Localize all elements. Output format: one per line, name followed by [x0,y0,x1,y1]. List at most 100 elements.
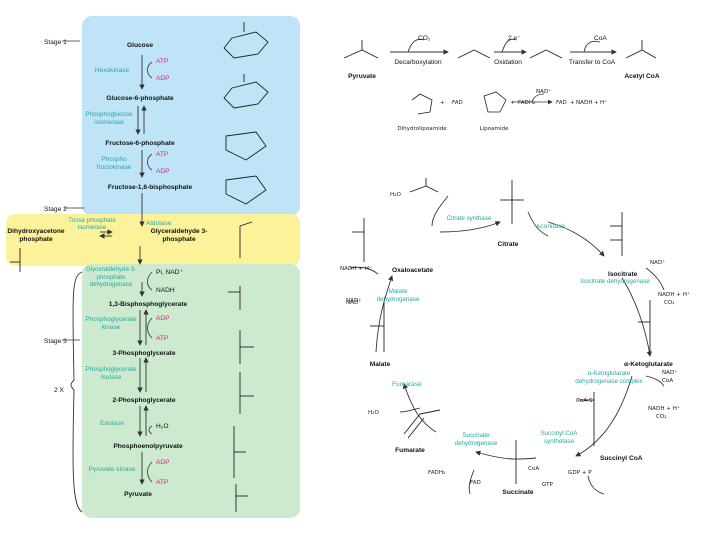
tca-cof-nadh-2: NADH + H⁺ [658,291,690,298]
pyruvate-structure [235,484,248,512]
pdh-coa: CoA [594,35,607,42]
tca-cof-fad: FAD [470,480,481,486]
enzyme-glyceraldehyde-3-phosphate-dehydrogenase: Glyceraldehyde 3-phosphate dehydrogenase [85,266,137,288]
tca-cof-coa-1: CoA [662,378,673,384]
tca-cof-co2-2: CO₂ [656,414,667,420]
enzyme-phosphoglycerate-mutase: Phosphoglycerate mutase [85,366,137,381]
metabolite-2-phosphoglycerate: 2-Phosphoglycerate [112,397,175,404]
tca-cof-nad-4: NAD⁺ [346,297,361,304]
tca-isocitrate: Isocitrate [608,271,638,278]
stage1-label: Stage 1 [44,39,67,46]
cofactor-adp-2: ADP [156,168,170,175]
tca-cof-nad-2: NAD⁺ [650,259,665,266]
pdh-co2: CO₂ [418,35,431,42]
enzyme-citrate-synthase: Citrate synthase [446,215,492,222]
enzyme-triose-phosphate-isomerase: Triose phosphate isomerase [68,217,116,231]
pdh-step-transfer: Transfer to CoA [569,59,616,66]
stage1-box [82,16,300,216]
tca-metabolites: Oxaloacetate Citrate Isocitrate α-Ketogl… [370,241,673,496]
enzyme-phosphoglycerate-kinase: Phosphoglycerate kinase [85,316,137,331]
lipoamide-arrows [512,93,553,105]
enzyme-akg-dehydrogenase-complex: α-Ketoglutarate dehydrogenase complex [575,370,643,385]
pdh-arrows [390,38,617,55]
pdh-acetyl-coa: Acetyl CoA [624,73,659,80]
metabolite-glucose: Glucose [127,42,153,49]
cofactor-atp-2: ATP [156,151,169,158]
tca-alpha-ketoglutarate: α-Ketoglutarate [624,361,673,368]
lipoamide-dihydro-label: Dihydrolipoamide [397,126,447,132]
cofactor-atp-1: ATP [156,58,169,65]
tca-citrate: Citrate [498,241,519,248]
f16bp-structure [225,175,267,205]
cofactor-nadh: NADH [156,287,175,294]
lipoamide-plus-2: + [570,100,575,106]
lipoamide-label: Lipoamide [479,126,509,132]
tca-cofactors: NADH + H⁺ NAD⁺ NAD⁺ NADH + H⁺ CO₂ NAD⁺ C… [340,192,690,488]
lipoamide-structures [411,91,507,115]
enzyme-pyruvate-kinase: Pyruvate kinase [89,466,136,473]
glucose-structure [223,22,269,59]
stage3-brace [70,271,83,513]
glycolysis-metabolites: Glucose Glucose-6-phosphate Fructose-6-p… [7,42,208,498]
glycolysis-enzymes: Hexokinase Phosphoglucose isomerase Phos… [68,67,171,473]
metabolite-glyceraldehyde-3-phosphate: Glyceraldehyde 3-phosphate [150,228,208,243]
tca-cycle-panel: Oxaloacetate Citrate Isocitrate α-Ketogl… [340,178,690,496]
oxaloacetate-structure [352,218,365,262]
dhap-structure [10,248,21,272]
multiplier-label: 2 X [54,387,64,394]
glycolysis-flow-arrows [99,55,149,485]
malate-structure [370,302,385,352]
succinyl-coa-structure [578,392,595,446]
tca-cycle-arrows [349,195,665,495]
pdh-structures [343,40,657,59]
lipoamide-plus-3: + [594,100,599,106]
tca-succinyl-coa: Succinyl CoA [600,455,643,462]
enzyme-isocitrate-dehydrogenase: Isocitrate dehydrogenase [580,278,650,285]
metabolite-pyruvate: Pyruvate [124,491,152,498]
cofactor-pi-nad: Pi, NAD⁺ [156,269,183,276]
tca-cof-co2-1: CO₂ [664,300,675,306]
stage3-box [82,264,300,518]
metabolite-fructose-1-6-bisphosphate: Fructose-1,6-bisphosphate [108,184,193,191]
f6p-structure [225,131,267,161]
metabolite-glucose-6-phosphate: Glucose-6-phosphate [106,95,174,102]
tca-cof-nadh-1: NADH + H⁺ [340,265,372,272]
tca-cof-h2o-1: H₂O [368,410,379,416]
enzyme-succinyl-coa-synthetase: Succinyl CoA synthetase [540,430,578,445]
lipoamide-plus-fad: + [440,100,445,106]
glycolysis-structures [10,22,269,512]
metabolite-dihydroxyacetone-phosphate: Dihydroxyacetone phosphate [7,228,65,243]
metabolite-fructose-6-phosphate: Fructose-6-phosphate [105,140,175,147]
stage3-label: Stage 3 [44,338,67,345]
fumarate-structure [403,409,441,439]
enzyme-aconitase: Aconitase [536,223,565,230]
enzyme-succinate-dehydrogenase: Succinate dehydrogenase [454,432,498,447]
cofactor-adp-4: ADP [156,459,170,466]
tca-cof-nadh-3: NADH + H⁺ [648,405,680,412]
enzyme-hexokinase: Hexokinase [95,67,130,74]
enzyme-malate-dehydrogenase: Malate dehydrogenase [376,288,420,303]
metabolite-phosphoenolpyruvate: Phosphoenolpyruvate [113,443,183,450]
tca-cof-gtp: GTP [542,482,554,488]
bpg-structure [228,286,241,310]
cofactor-adp-3: ADP [156,315,170,322]
tca-oxaloacetate: Oxaloacetate [392,267,433,274]
enzyme-phosphofructokinase: Phospho fructokinase [96,156,132,171]
cofactor-adp-1: ADP [156,75,170,82]
pdh-step-oxidation: Oxidation [494,59,522,66]
g3p-structure [239,221,253,258]
tca-succinate: Succinate [502,489,533,496]
tca-enzymes: Citrate synthase Aconitase Isocitrate de… [376,215,650,447]
glycolysis-panel: Stage 1 Stage 2 Stage 3 2 X [6,16,300,518]
tca-malate: Malate [370,361,391,368]
stage2-label: Stage 2 [44,206,67,213]
isocitrate-structure [610,212,623,256]
akg-structure [638,300,651,352]
pdh-panel: CO₂ 2 e⁻ CoA Decarboxylation Oxidation T… [343,35,660,132]
tca-cof-gdp-p: GDP + P [568,470,592,476]
lipoamide-fadh2: FADH₂ [518,100,535,106]
tca-cof-nad-3: NAD⁺ [662,369,677,376]
pdh-pyruvate: Pyruvate [348,73,376,80]
2pg-structure [239,372,254,414]
